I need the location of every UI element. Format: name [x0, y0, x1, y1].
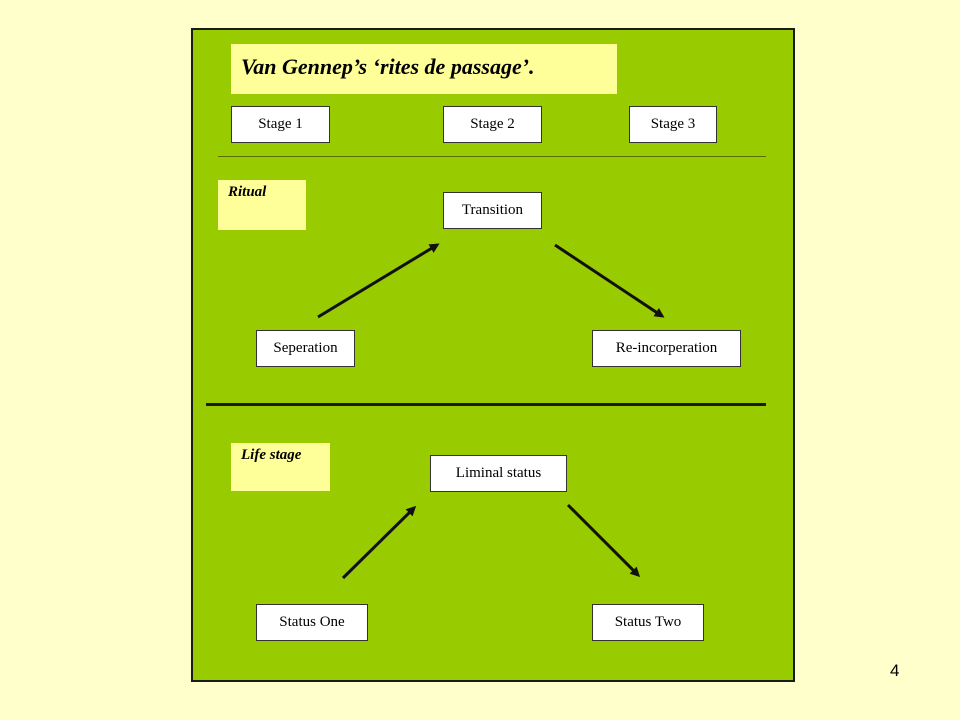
- separation-box: Seperation: [256, 330, 355, 367]
- ritual-label: Ritual: [218, 180, 306, 230]
- section-divider: [206, 403, 766, 406]
- stage-1-box: Stage 1: [231, 106, 330, 143]
- transition-box: Transition: [443, 192, 542, 229]
- page-number: 4: [890, 661, 900, 680]
- liminal-status-box: Liminal status: [430, 455, 567, 492]
- status-two-box: Status Two: [592, 604, 704, 641]
- reincorporation-box: Re-incorperation: [592, 330, 741, 367]
- life-stage-label: Life stage: [231, 443, 330, 491]
- status-one-box: Status One: [256, 604, 368, 641]
- diagram-title: Van Gennep’s ‘rites de passage’.: [231, 44, 617, 94]
- stage-2-box: Stage 2: [443, 106, 542, 143]
- stage-divider: [218, 156, 766, 157]
- stage-3-box: Stage 3: [629, 106, 717, 143]
